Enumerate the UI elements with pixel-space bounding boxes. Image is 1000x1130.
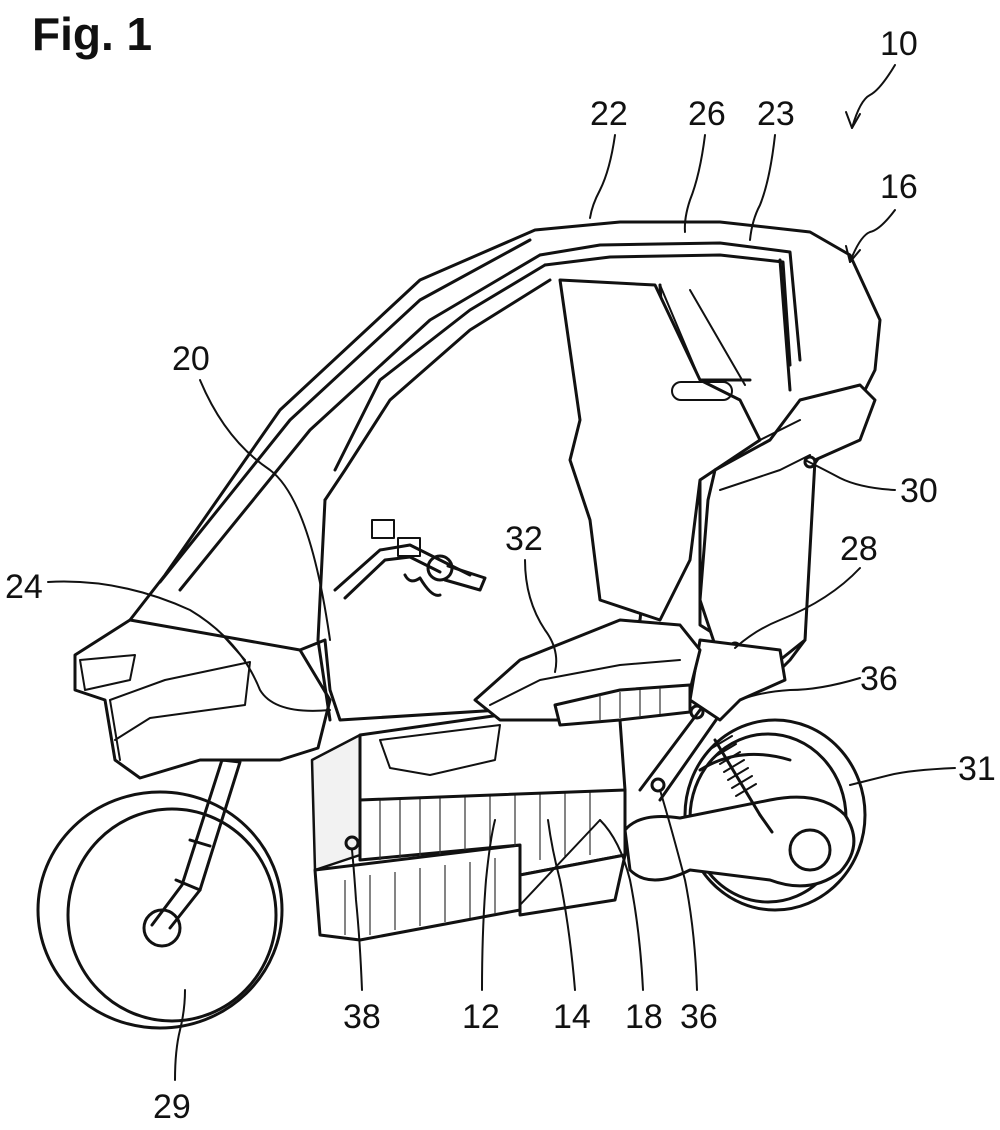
leader-lines	[47, 64, 956, 1081]
ref-label-24: 24	[5, 568, 43, 606]
ref-label-23: 23	[757, 95, 795, 133]
ref-label-36-bottom: 36	[680, 998, 718, 1036]
ref-label-30: 30	[900, 472, 938, 510]
ref-label-28: 28	[840, 530, 878, 568]
ref-label-20: 20	[172, 340, 210, 378]
ref-label-32: 32	[505, 520, 543, 558]
ref-label-26: 26	[688, 95, 726, 133]
ref-label-29: 29	[153, 1088, 191, 1126]
swing-arm	[623, 795, 856, 888]
ref-label-18: 18	[625, 998, 663, 1036]
figure-title: Fig. 1	[32, 8, 152, 60]
ref-label-16: 16	[880, 168, 918, 206]
handlebar	[333, 519, 487, 600]
seat	[473, 618, 702, 727]
reference-labels: 10 16 22 26 23 20 24 32 30 28 36 31 38 1…	[5, 25, 996, 1126]
ref-label-36-top: 36	[860, 660, 898, 698]
battery-block	[310, 713, 627, 942]
ref-label-22: 22	[590, 95, 628, 133]
ref-label-10: 10	[880, 25, 918, 63]
front-wheel	[36, 790, 284, 1030]
ref-label-14: 14	[553, 998, 591, 1036]
ref-label-31: 31	[958, 750, 996, 788]
canopy-frame	[128, 220, 882, 722]
ref-label-38: 38	[343, 998, 381, 1036]
vehicle-drawing	[36, 220, 882, 1030]
ref-label-12: 12	[462, 998, 500, 1036]
